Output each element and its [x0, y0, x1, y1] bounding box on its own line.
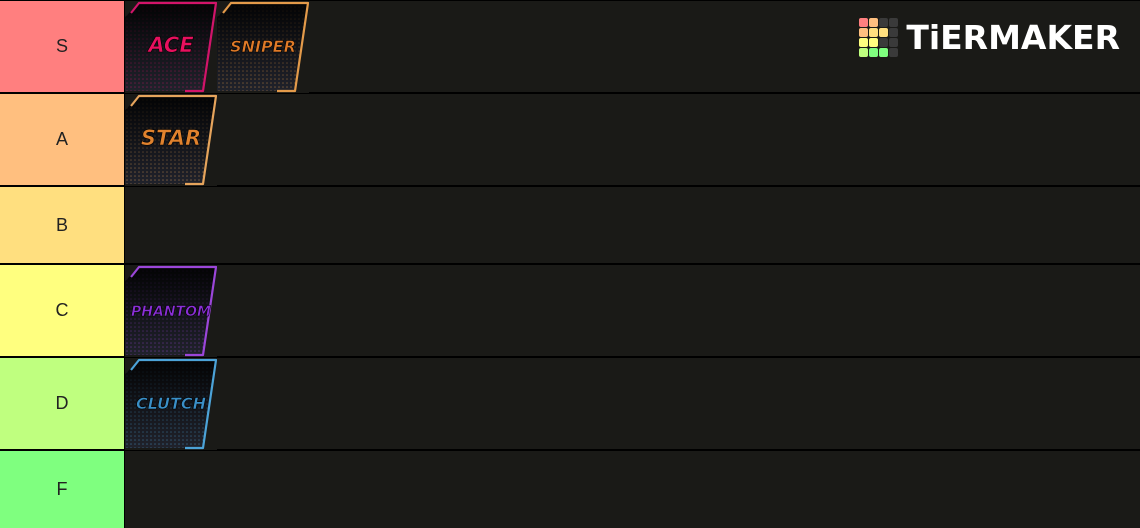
tier-row-s: S ACE SNIPER [0, 1, 1140, 93]
tier-row-f: F [0, 451, 1140, 528]
tier-row-c: C PHANTOM [0, 265, 1140, 357]
tiermaker-wordmark: TiERMAKER [906, 18, 1120, 57]
tier-items-c[interactable]: PHANTOM [125, 265, 1140, 357]
tier-item-clutch[interactable]: CLUTCH [125, 358, 217, 450]
tier-item-phantom[interactable]: PHANTOM [125, 265, 217, 357]
badge-ace-icon: ACE [125, 1, 217, 93]
logo-grid-cell [859, 18, 869, 27]
logo-grid-cell [879, 38, 889, 47]
tier-item-ace[interactable]: ACE [125, 1, 217, 93]
logo-grid-cell [889, 18, 899, 27]
badge-clutch-icon: CLUTCH [125, 358, 217, 450]
badge-phantom-icon: PHANTOM [125, 265, 217, 357]
logo-grid-cell [879, 28, 889, 37]
badge-label: SNIPER [230, 37, 296, 56]
tier-items-a[interactable]: STAR [125, 94, 1140, 186]
logo-grid-cell [889, 28, 899, 37]
tier-row-b: B [0, 187, 1140, 263]
tier-items-s[interactable]: ACE SNIPER [125, 1, 1140, 93]
tier-items-b[interactable] [125, 187, 1140, 263]
tier-item-sniper[interactable]: SNIPER [217, 1, 309, 93]
logo-grid-cell [869, 18, 879, 27]
logo-grid-cell [879, 18, 889, 27]
tier-item-star[interactable]: STAR [125, 94, 217, 186]
badge-label: CLUTCH [136, 394, 207, 413]
badge-label: PHANTOM [131, 304, 211, 320]
tier-label-b[interactable]: B [0, 187, 124, 263]
tier-row-a: A STAR [0, 94, 1140, 186]
tier-label-a[interactable]: A [0, 94, 124, 185]
logo-grid-cell [859, 38, 869, 47]
tier-label-d[interactable]: D [0, 358, 124, 449]
logo-grid-cell [859, 28, 869, 37]
logo-grid-cell [889, 38, 899, 47]
logo-grid-cell [869, 38, 879, 47]
logo-grid-cell [859, 48, 869, 57]
tiermaker-grid-icon [859, 18, 899, 57]
tier-label-c[interactable]: C [0, 265, 124, 356]
tier-row-d: D CLUTCH [0, 358, 1140, 450]
badge-star-icon: STAR [125, 94, 217, 186]
badge-sniper-icon: SNIPER [217, 1, 309, 93]
logo-grid-cell [879, 48, 889, 57]
logo-grid-cell [869, 28, 879, 37]
badge-label: STAR [141, 126, 201, 150]
badge-label: ACE [146, 33, 194, 57]
logo-grid-cell [869, 48, 879, 57]
logo-grid-cell [889, 48, 899, 57]
tiermaker-logo[interactable]: TiERMAKER [859, 18, 1120, 57]
tier-items-f[interactable] [125, 451, 1140, 528]
tier-items-d[interactable]: CLUTCH [125, 358, 1140, 450]
tier-label-f[interactable]: F [0, 451, 124, 528]
tier-label-s[interactable]: S [0, 1, 124, 92]
